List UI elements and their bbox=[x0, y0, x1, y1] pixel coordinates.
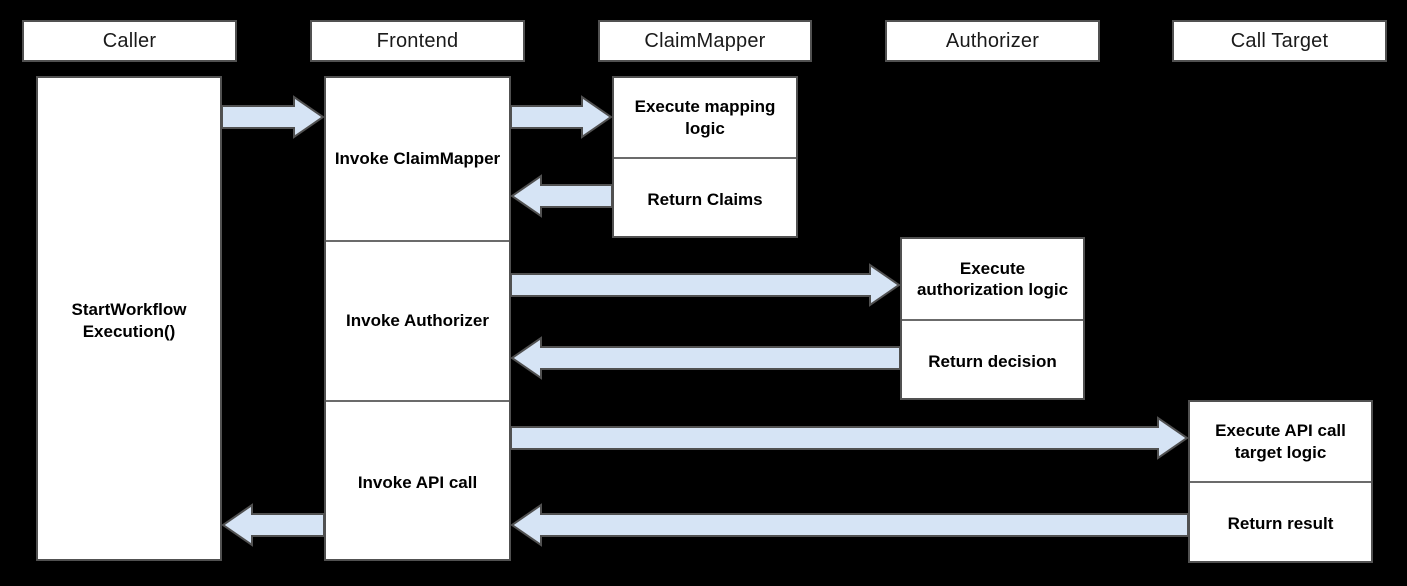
activation-segment: Execute mapping logic bbox=[614, 78, 796, 157]
message-arrow-claimmapper-returns-claims bbox=[510, 174, 613, 218]
activation-segment-label: Invoke API call bbox=[357, 472, 478, 492]
lifeline-header-caller: Caller bbox=[22, 20, 237, 62]
message-arrow-frontend-invokes-claimmapper bbox=[510, 95, 613, 139]
lifeline-title: Call Target bbox=[1230, 30, 1329, 52]
activation-segment: Execute API call target logic bbox=[1190, 402, 1371, 481]
message-arrow-frontend-invokes-call-target bbox=[510, 416, 1189, 460]
lifeline-header-calltarget: Call Target bbox=[1172, 20, 1387, 62]
activation-segment: Return decision bbox=[902, 319, 1083, 402]
activation-segment: Invoke Authorizer bbox=[326, 240, 509, 400]
activation-segment-label: Return result bbox=[1227, 514, 1334, 534]
activation-segment: Return Claims bbox=[614, 157, 796, 240]
message-arrow-frontend-invokes-authorizer bbox=[510, 263, 901, 307]
lifeline-title: Frontend bbox=[376, 30, 459, 52]
activation-segment-label: Execute authorization logic bbox=[916, 258, 1069, 299]
lifeline-header-authorizer: Authorizer bbox=[885, 20, 1100, 62]
activation-segment-label: Execute API call target logic bbox=[1215, 421, 1346, 462]
activation-segment: Invoke API call bbox=[326, 400, 509, 563]
activation-segment-label: Return Claims bbox=[647, 189, 763, 209]
activation-segment: Execute authorization logic bbox=[902, 239, 1083, 319]
activation-segment-label: Return decision bbox=[928, 351, 1057, 371]
activation-box-caller: StartWorkflow Execution() bbox=[36, 76, 222, 561]
lifeline-header-frontend: Frontend bbox=[310, 20, 525, 62]
activation-segment-label: StartWorkflow Execution() bbox=[71, 300, 187, 341]
activation-segment-label: Invoke Authorizer bbox=[346, 311, 489, 331]
lifeline-title: ClaimMapper bbox=[644, 30, 766, 52]
lifeline-title: Caller bbox=[102, 30, 157, 52]
activation-segment: Invoke ClaimMapper bbox=[326, 78, 509, 240]
activation-segment: Return result bbox=[1190, 481, 1371, 565]
message-arrow-frontend-returns-to-caller bbox=[221, 503, 325, 547]
message-arrow-caller-invokes-frontend bbox=[221, 95, 325, 139]
lifeline-header-claimmapper: ClaimMapper bbox=[598, 20, 812, 62]
activation-segment-label: Execute mapping logic bbox=[634, 97, 776, 138]
message-arrow-authorizer-returns-decision bbox=[510, 336, 901, 380]
message-arrow-calltarget-returns-result bbox=[510, 503, 1189, 547]
activation-segment-label: Invoke ClaimMapper bbox=[334, 149, 501, 169]
activation-segment: StartWorkflow Execution() bbox=[38, 78, 220, 563]
lifeline-title: Authorizer bbox=[945, 30, 1040, 52]
